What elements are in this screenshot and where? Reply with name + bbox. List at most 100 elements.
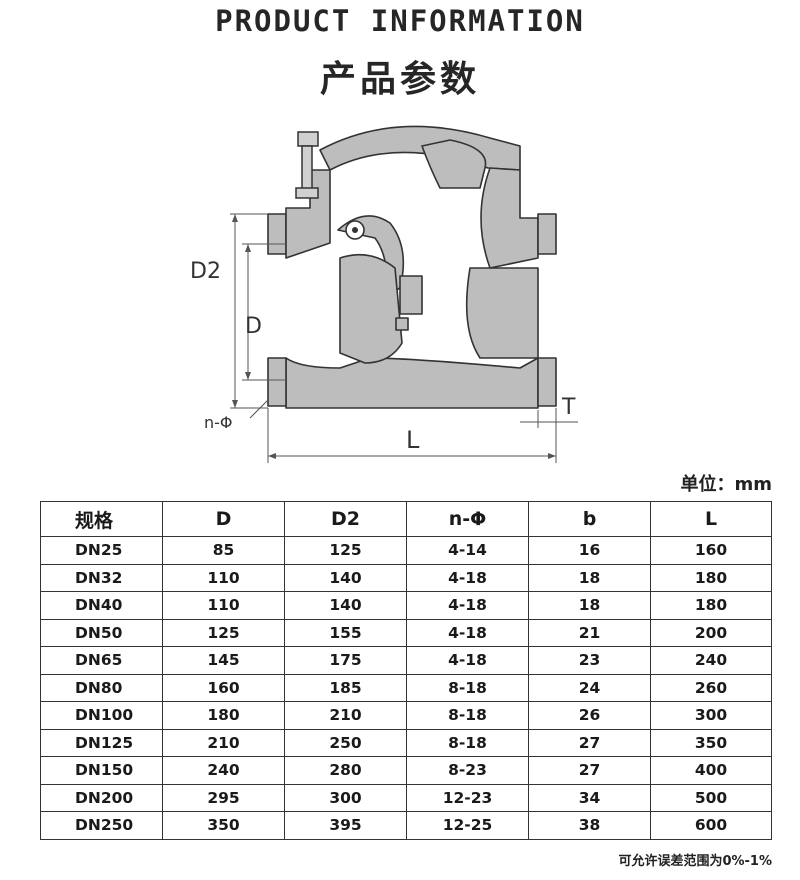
table-cell: DN25 <box>40 536 163 565</box>
table-cell: 400 <box>650 756 772 785</box>
table-cell: 175 <box>284 646 407 675</box>
title-english: PRODUCT INFORMATION <box>215 4 585 38</box>
left-flange-top <box>267 213 287 255</box>
table-cell: 4-18 <box>406 646 529 675</box>
table-cell: DN65 <box>40 646 163 675</box>
table-cell: 600 <box>650 811 772 840</box>
table-cell: 155 <box>284 618 407 647</box>
table-cell: DN150 <box>40 756 163 785</box>
table-cell: 160 <box>650 536 772 565</box>
table-cell: 140 <box>284 563 407 592</box>
table-cell: 160 <box>162 673 285 702</box>
table-cell: 8-18 <box>406 701 529 730</box>
table-cell: 240 <box>162 756 285 785</box>
title-chinese: 产品参数 <box>319 59 480 100</box>
left-flange-bottom <box>267 357 287 407</box>
table-cell: 4-18 <box>406 563 529 592</box>
header-b: b <box>528 501 651 537</box>
right-flange-bottom <box>537 357 557 407</box>
table-cell: 395 <box>284 811 407 840</box>
label-n-phi: n-Φ <box>204 413 233 432</box>
table-cell: 27 <box>528 728 651 757</box>
tolerance-note: 可允许误差范围为0%-1% <box>618 854 772 869</box>
table-cell: 300 <box>650 701 772 730</box>
hinge-pin-center <box>352 227 358 233</box>
table-cell: 85 <box>162 536 285 565</box>
table-cell: DN80 <box>40 673 163 702</box>
header-n-phi: n-Φ <box>406 501 529 537</box>
left-wall-upper <box>285 169 331 259</box>
table-cell: 21 <box>528 618 651 647</box>
table-cell: 280 <box>284 756 407 785</box>
dimension-lines <box>230 213 578 463</box>
header-l: L <box>650 501 772 537</box>
table-cell: 26 <box>528 701 651 730</box>
right-flange-top <box>537 213 557 255</box>
table-cell: 34 <box>528 783 651 812</box>
cover-bolt <box>295 131 319 199</box>
table-cell: DN40 <box>40 591 163 620</box>
table-cell: 16 <box>528 536 651 565</box>
valve-technical-drawing: D2 D n-Φ L T <box>190 118 600 466</box>
valve-seat <box>465 267 539 359</box>
table-cell: 180 <box>650 563 772 592</box>
label-t: T <box>561 395 576 420</box>
table-cell: DN100 <box>40 701 163 730</box>
table-cell: 27 <box>528 756 651 785</box>
table-cell: 4-18 <box>406 591 529 620</box>
table-cell: 12-23 <box>406 783 529 812</box>
table-cell: 18 <box>528 591 651 620</box>
table-cell: DN200 <box>40 783 163 812</box>
table-cell: 140 <box>284 591 407 620</box>
header-d2: D2 <box>284 501 407 537</box>
table-cell: 24 <box>528 673 651 702</box>
table-cell: 300 <box>284 783 407 812</box>
table-cell: 180 <box>650 591 772 620</box>
table-cell: 125 <box>284 536 407 565</box>
table-cell: DN32 <box>40 563 163 592</box>
table-cell: 240 <box>650 646 772 675</box>
table-cell: 350 <box>650 728 772 757</box>
label-d: D <box>245 314 262 339</box>
table-cell: 110 <box>162 591 285 620</box>
table-cell: 180 <box>162 701 285 730</box>
table-cell: 210 <box>284 701 407 730</box>
table-cell: 8-18 <box>406 673 529 702</box>
bottom-body <box>285 357 539 409</box>
table-cell: 12-25 <box>406 811 529 840</box>
table-cell: 125 <box>162 618 285 647</box>
right-wall-upper <box>480 167 539 269</box>
table-cell: 295 <box>162 783 285 812</box>
disc-nut <box>399 275 423 315</box>
table-cell: 210 <box>162 728 285 757</box>
table-cell: 185 <box>284 673 407 702</box>
header-d: D <box>162 501 285 537</box>
table-cell: DN250 <box>40 811 163 840</box>
table-cell: 38 <box>528 811 651 840</box>
internal-boss <box>421 139 487 189</box>
bonnet-cover <box>319 125 521 171</box>
table-cell: 500 <box>650 783 772 812</box>
table-cell: 18 <box>528 563 651 592</box>
table-cell: 145 <box>162 646 285 675</box>
table-cell: 4-14 <box>406 536 529 565</box>
valve-drawing-svg: D2 D n-Φ L T <box>190 125 578 463</box>
table-cell: DN50 <box>40 618 163 647</box>
valve-disc <box>339 253 403 364</box>
label-d2: D2 <box>190 259 221 284</box>
table-cell: 8-23 <box>406 756 529 785</box>
header-spec: 规格 <box>40 501 163 537</box>
